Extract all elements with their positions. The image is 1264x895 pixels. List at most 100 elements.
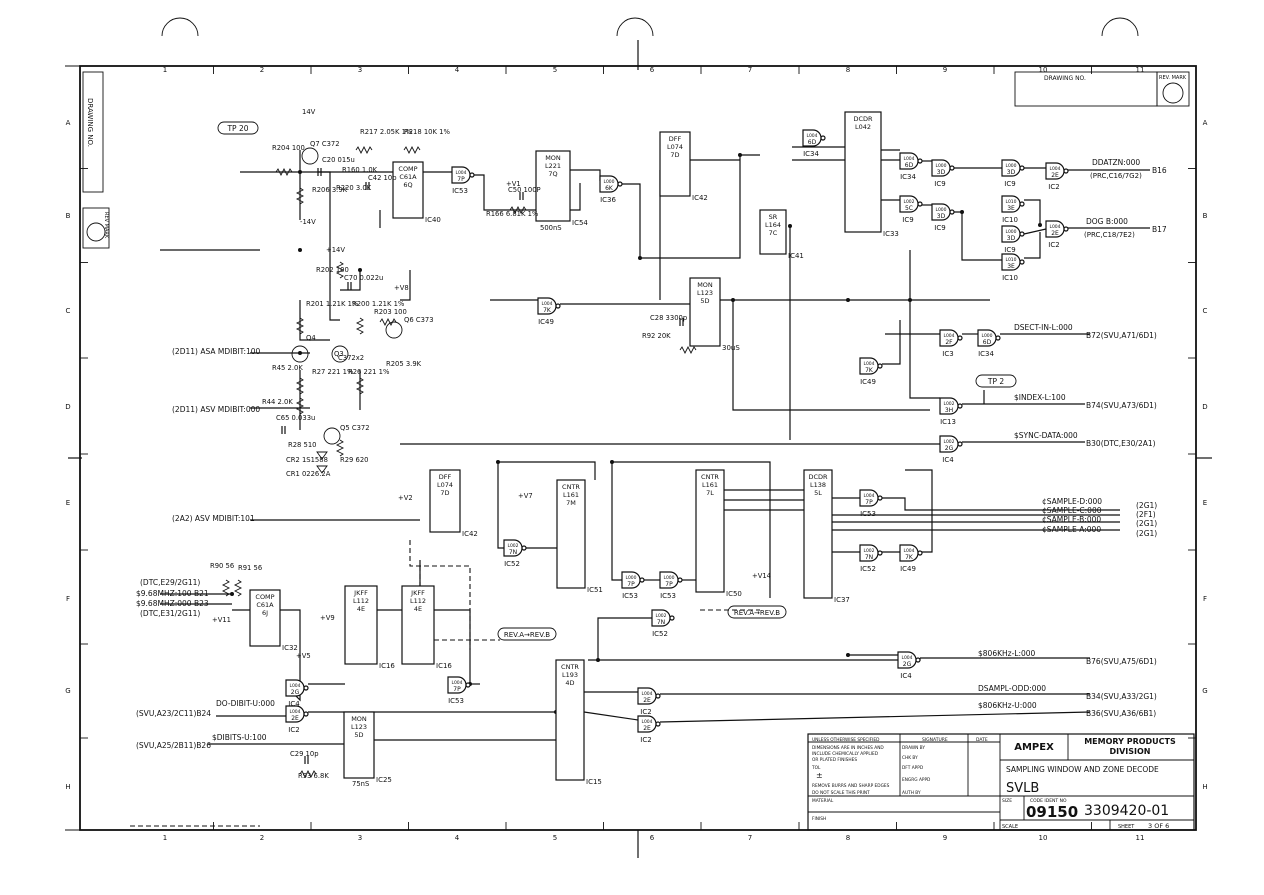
row-label-left: C bbox=[66, 307, 71, 315]
column-label-bottom: 4 bbox=[455, 834, 460, 842]
ic-body bbox=[759, 209, 787, 255]
gate-bubble bbox=[1019, 201, 1025, 207]
gate-type: L000 bbox=[935, 207, 946, 213]
gate-position: 7P bbox=[457, 176, 465, 183]
junction-dot bbox=[298, 170, 302, 174]
ic-line: 7M bbox=[566, 499, 576, 507]
diode-symbol bbox=[316, 451, 328, 460]
ic-body bbox=[844, 111, 882, 233]
gate-bubble bbox=[949, 209, 955, 215]
chip-ref: IC10 bbox=[1002, 274, 1018, 282]
input-signal-label: (2A2) ASV MDIBIT:101 bbox=[172, 514, 255, 523]
drawing-no-box bbox=[1014, 71, 1158, 107]
sig-label: DRAWN BY bbox=[902, 745, 925, 751]
chip-ref: IC2 bbox=[640, 708, 651, 716]
gate-bubble bbox=[995, 335, 1001, 341]
chip-ref: IC4 bbox=[288, 700, 300, 708]
gate-position: 6K bbox=[605, 185, 614, 192]
test-point-label: TP 2 bbox=[987, 377, 1004, 386]
ic-line: L193 bbox=[562, 671, 578, 679]
wire bbox=[434, 609, 471, 685]
row-label-right: H bbox=[1202, 783, 1207, 791]
signal-destination: (2G1) bbox=[1136, 529, 1157, 538]
signal-destination: B16 bbox=[1152, 166, 1167, 175]
title-block-note: DIMENSIONS ARE IN INCHES AND bbox=[812, 745, 884, 751]
component-label: CR2 1S1588 bbox=[286, 456, 328, 464]
title-block-note: MATERIAL bbox=[812, 798, 834, 804]
column-label-bottom: 2 bbox=[260, 834, 264, 842]
component-label: Q5 C372 bbox=[340, 424, 370, 432]
wire bbox=[497, 462, 504, 549]
ic-line: 7L bbox=[706, 489, 714, 497]
gate-type: L000 bbox=[625, 575, 636, 581]
resistor-symbol bbox=[295, 377, 305, 395]
transistor-symbol bbox=[301, 147, 319, 165]
division-line-1: MEMORY PRODUCTS bbox=[1084, 737, 1176, 746]
ic-line: COMP bbox=[398, 165, 417, 173]
wire bbox=[952, 211, 1002, 261]
wire bbox=[1024, 199, 1041, 225]
ic-line: 4E bbox=[414, 605, 422, 613]
chip-ref: IC52 bbox=[860, 565, 876, 573]
ic-line: L164 bbox=[765, 221, 781, 229]
chip-ref: IC52 bbox=[652, 630, 668, 638]
gate-bubble bbox=[915, 657, 921, 663]
input-signal-label: (2D11) ASV MDIBIT:000 bbox=[172, 405, 260, 414]
sig-label: SIGNATURE bbox=[922, 737, 948, 743]
transistor-symbol bbox=[385, 321, 403, 339]
chip-ref: IC2 bbox=[640, 736, 651, 744]
resistor-symbol bbox=[355, 317, 365, 335]
junction-dot bbox=[596, 658, 600, 662]
chip-ref: IC49 bbox=[900, 565, 916, 573]
title-block-note: REMOVE BURRS AND SHARP EDGES bbox=[812, 783, 890, 789]
component-label: 14V bbox=[302, 108, 316, 116]
wire bbox=[909, 250, 940, 399]
wire bbox=[1023, 228, 1047, 235]
signal-destination: B74(SVU,A73/6D1) bbox=[1086, 401, 1157, 410]
chip-ref: IC53 bbox=[452, 187, 468, 195]
gate-type: L004 bbox=[1049, 166, 1060, 172]
gate-position: 2G bbox=[945, 445, 954, 452]
component-label: +V11 bbox=[212, 616, 231, 624]
transistor-symbol bbox=[331, 345, 349, 363]
drawing-number: 3309420-01 bbox=[1084, 803, 1169, 819]
company-name: AMPEX bbox=[1014, 742, 1054, 753]
gate-bubble bbox=[1063, 168, 1069, 174]
punch-hole-mark bbox=[161, 17, 199, 37]
ic-line: C61A bbox=[256, 601, 274, 609]
side-rev-circle bbox=[86, 222, 106, 242]
component-label: C50 100P bbox=[508, 186, 541, 194]
input-signal-label: (SVU,A23/2C11)B24 bbox=[136, 709, 211, 718]
ic-line: MON bbox=[697, 281, 713, 289]
gate-position: 7K bbox=[905, 554, 914, 561]
row-label-left: D bbox=[65, 403, 70, 411]
component-label: C70 0.022u bbox=[344, 274, 383, 282]
component-label: C28 3300p bbox=[650, 314, 687, 322]
gate-bubble bbox=[655, 693, 661, 699]
column-label-bottom: 8 bbox=[846, 834, 850, 842]
transistor-symbol bbox=[323, 427, 341, 445]
resistor-symbol bbox=[275, 167, 293, 177]
sig-label: DFT APPD bbox=[902, 765, 924, 771]
ic-line: JKFF bbox=[410, 589, 425, 597]
ic-chips: L0047PIC53COMPC61A6QIC40MONL2217QIC54L00… bbox=[249, 111, 1069, 786]
component-label: R91 56 bbox=[238, 564, 262, 572]
ic-line: COMP bbox=[255, 593, 274, 601]
